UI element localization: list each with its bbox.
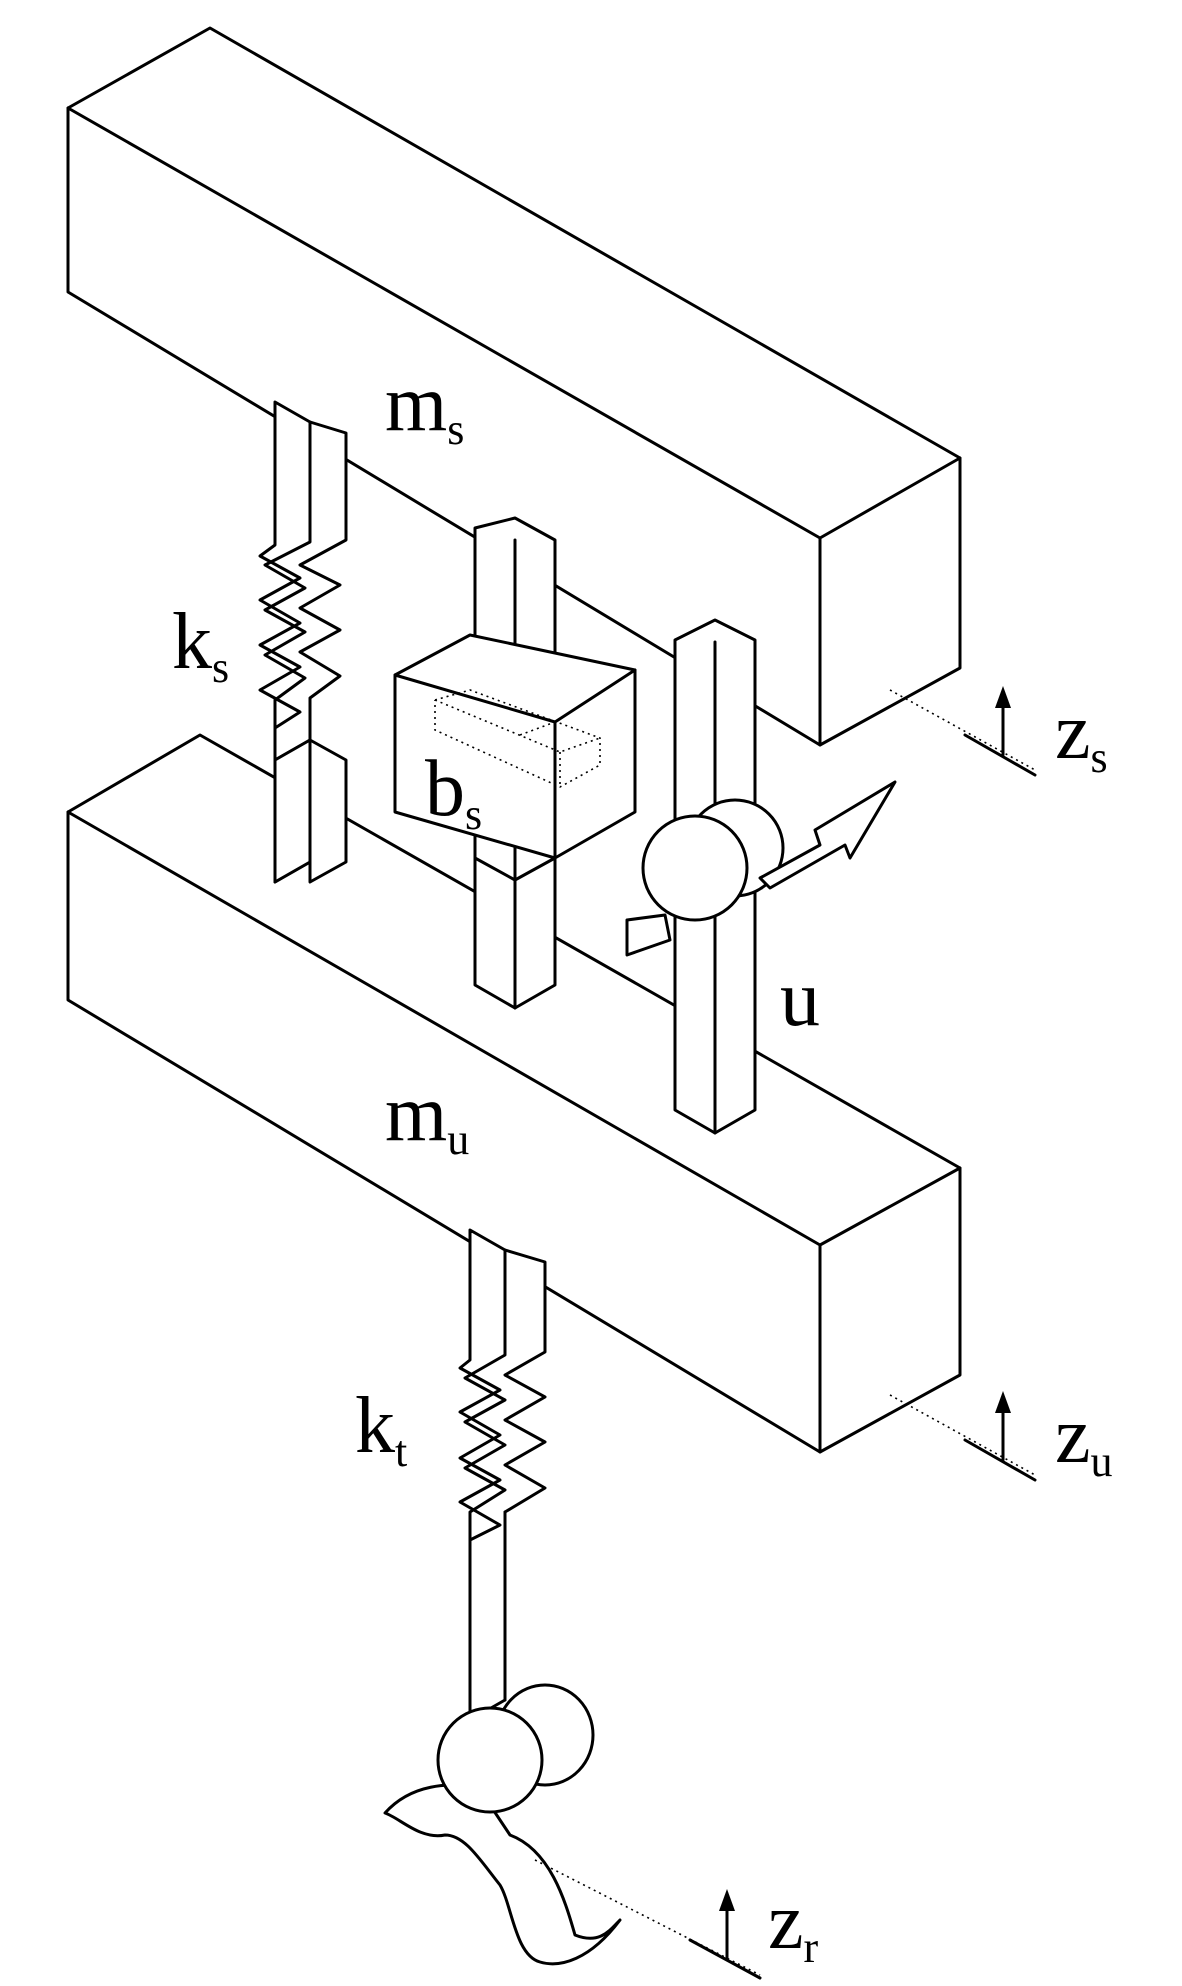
damper-rod-lower-part — [473, 856, 557, 1010]
tire-spring — [458, 1228, 547, 1722]
unsprung-mass-block — [66, 733, 962, 1454]
label-sprung-mass: ms — [385, 360, 464, 454]
sprung-mass-block — [66, 26, 962, 747]
label-suspension-damper: bs — [425, 745, 482, 839]
actuator-arrow-tail — [625, 913, 672, 957]
actuator-cylinder-front — [641, 814, 749, 922]
suspension-damper — [393, 633, 637, 860]
zu-ground-line — [963, 1438, 1037, 1482]
zu-arrow-head-icon — [995, 1391, 1011, 1413]
zs-ground-line — [963, 733, 1037, 777]
zs-reference-line — [889, 689, 1036, 771]
suspension-spring-lower-face — [273, 738, 312, 884]
suspension-spring-lower-part — [273, 738, 348, 884]
road-profile — [383, 1783, 622, 1966]
label-sprung-displacement: zs — [1055, 688, 1108, 782]
damper-piston-hidden-top — [434, 699, 601, 753]
damper-piston-hidden-inner — [519, 721, 556, 736]
tire-spring-body — [458, 1228, 547, 1722]
damper-box-outline — [393, 633, 637, 860]
zr-reference-line — [534, 1859, 761, 1976]
unsprung-mass-outline — [66, 733, 962, 1454]
zu-indicator — [889, 1391, 1037, 1482]
sprung-mass-outline — [66, 26, 962, 747]
tire-spring-back-edge — [463, 1248, 507, 1542]
actuator-arrow-head — [758, 780, 897, 890]
zr-arrow-head-icon — [719, 1889, 735, 1911]
label-control-input: u — [780, 955, 820, 1043]
damper-rod-lower-right — [513, 856, 557, 1010]
suspension-spring-lower-side — [308, 738, 348, 884]
label-unsprung-displacement: zu — [1055, 1392, 1113, 1486]
suspension-spring-back-edge — [263, 420, 312, 730]
damper-rod-lower-left — [473, 856, 517, 1010]
zs-arrow-head-icon — [995, 686, 1011, 708]
damper-piston-hidden-outline — [434, 689, 601, 788]
zr-indicator — [534, 1859, 762, 1980]
zs-indicator — [889, 686, 1037, 777]
zr-ground-line — [688, 1938, 762, 1980]
label-tire-spring: kt — [355, 1382, 407, 1476]
zu-reference-line — [889, 1394, 1036, 1476]
actuator — [625, 618, 897, 1135]
label-suspension-spring: ks — [172, 598, 229, 692]
wheel-front — [436, 1706, 544, 1814]
label-road-displacement: zr — [768, 1878, 819, 1972]
label-unsprung-mass: mu — [385, 1070, 469, 1164]
wheel-and-road — [383, 1683, 622, 1966]
